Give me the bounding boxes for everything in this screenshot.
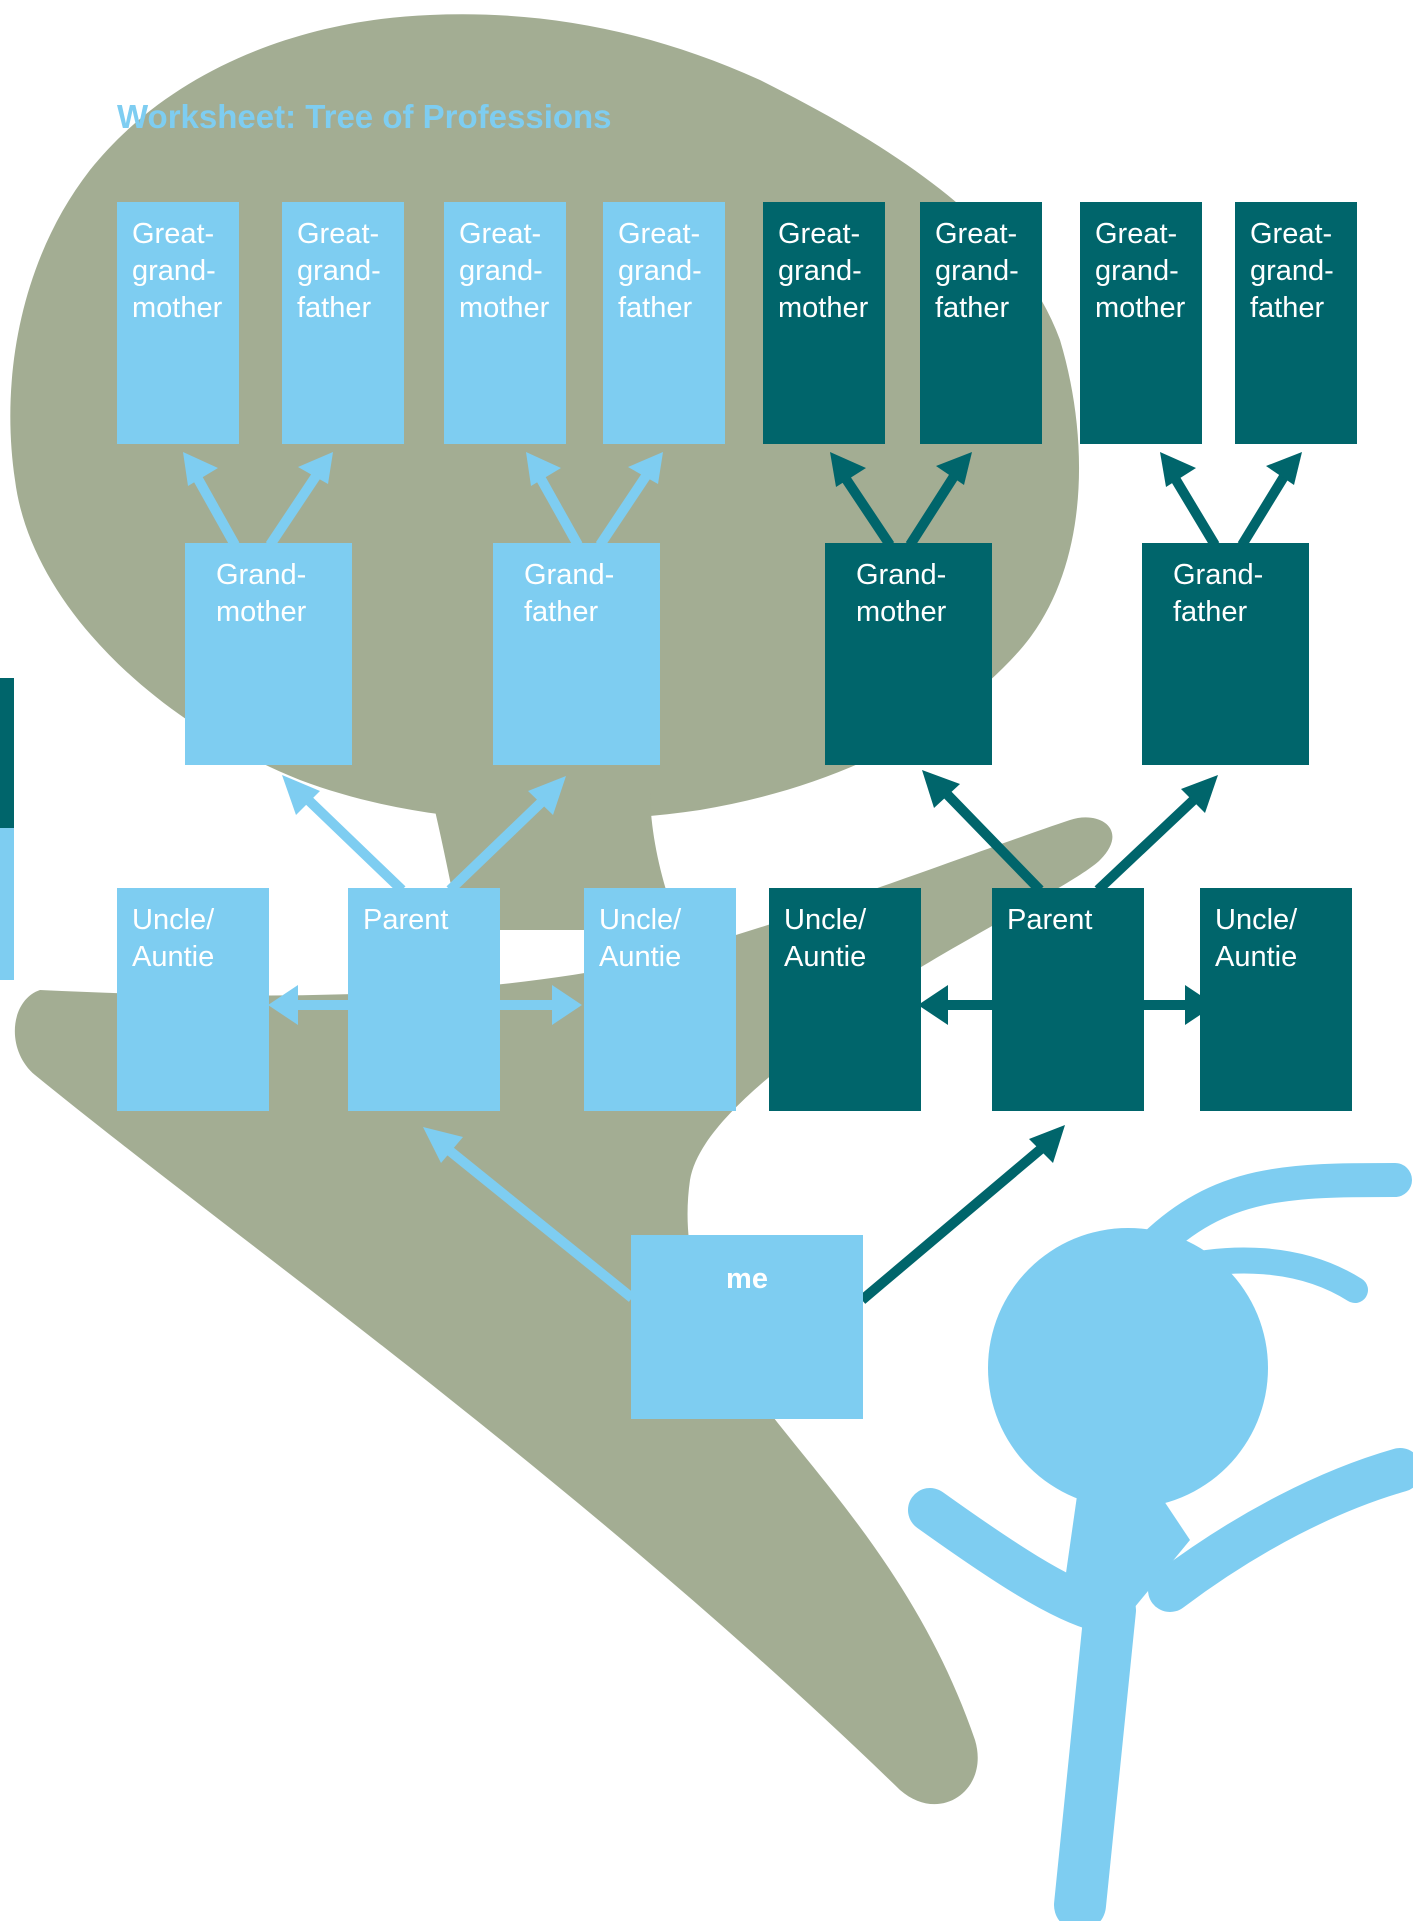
grandfather-box-1[interactable]: Grand- father xyxy=(493,543,660,765)
great-grandfather-box-1[interactable]: Great- grand- father xyxy=(282,202,404,444)
side-tab-dark xyxy=(0,678,14,828)
arrow-gm2 xyxy=(936,783,1044,894)
great-grandfather-box-4[interactable]: Great- grand- father xyxy=(1235,202,1357,444)
box-label: Great- grand- father xyxy=(297,218,381,324)
box-label: Great- grand- mother xyxy=(1095,218,1186,324)
tree-base-shape xyxy=(14,817,1113,1805)
arrow-ggf4 xyxy=(1237,467,1293,548)
box-label: Great- grand- mother xyxy=(778,218,869,324)
arrow-ggm3 xyxy=(835,467,895,548)
box-label: Grand- father xyxy=(1173,559,1264,628)
me-box[interactable]: me xyxy=(631,1235,863,1419)
box-label: Grand- mother xyxy=(856,559,947,628)
box-label: Uncle/ Auntie xyxy=(132,904,215,973)
parent-box-1[interactable]: Parent xyxy=(348,888,500,1111)
uncle-auntie-box-1[interactable]: Uncle/ Auntie xyxy=(117,888,269,1111)
great-grandmother-box-1[interactable]: Great- grand- mother xyxy=(117,202,239,444)
uncle-auntie-box-4[interactable]: Uncle/ Auntie xyxy=(1200,888,1352,1111)
box-label: Great- grand- mother xyxy=(132,218,223,324)
box-label: Parent xyxy=(1007,904,1093,936)
box-label: Uncle/ Auntie xyxy=(784,904,867,973)
box-label: Great- grand- father xyxy=(935,218,1019,324)
box-label: Uncle/ Auntie xyxy=(599,904,682,973)
grandmother-box-2[interactable]: Grand- mother xyxy=(825,543,992,765)
box-label: Parent xyxy=(363,904,449,936)
uncle-auntie-box-2[interactable]: Uncle/ Auntie xyxy=(584,888,736,1111)
arrow-ggf3 xyxy=(905,467,963,548)
box-label: Uncle/ Auntie xyxy=(1215,904,1298,973)
arrow-parent1 xyxy=(436,1139,636,1302)
jumping-figure xyxy=(908,1163,1413,1921)
arrow-gf1 xyxy=(446,788,556,894)
arrow-ggf2 xyxy=(595,467,655,548)
box-label: Great- grand- mother xyxy=(459,218,550,324)
great-grandfather-box-2[interactable]: Great- grand- father xyxy=(603,202,725,444)
arrow-ggm1 xyxy=(188,467,240,548)
arrow-ggm4 xyxy=(1165,467,1220,548)
great-grandmother-box-2[interactable]: Great- grand- mother xyxy=(444,202,566,444)
arrow-gm1 xyxy=(296,788,406,894)
connector-arrows xyxy=(183,452,1302,1304)
box-label: Great- grand- father xyxy=(1250,218,1334,324)
side-tab-light xyxy=(0,828,14,980)
uncle-auntie-box-3[interactable]: Uncle/ Auntie xyxy=(769,888,921,1111)
great-grandmother-box-4[interactable]: Great- grand- mother xyxy=(1080,202,1202,444)
arrow-gf2 xyxy=(1094,788,1206,894)
page-title: Worksheet: Tree of Professions xyxy=(117,98,612,135)
box-label: Great- grand- father xyxy=(618,218,702,324)
grandfather-box-2[interactable]: Grand- father xyxy=(1142,543,1309,765)
box-label: Grand- mother xyxy=(216,559,307,628)
great-grandmother-box-3[interactable]: Great- grand- mother xyxy=(763,202,885,444)
arrow-ggf1 xyxy=(265,467,325,548)
great-grandfather-box-3[interactable]: Great- grand- father xyxy=(920,202,1042,444)
grandmother-box-1[interactable]: Grand- mother xyxy=(185,543,352,765)
box-label: Grand- father xyxy=(524,559,615,628)
arrow-parent2 xyxy=(858,1139,1052,1304)
parent-box-2[interactable]: Parent xyxy=(992,888,1144,1111)
arrow-ggm2 xyxy=(531,467,583,548)
box-label: me xyxy=(726,1263,768,1295)
